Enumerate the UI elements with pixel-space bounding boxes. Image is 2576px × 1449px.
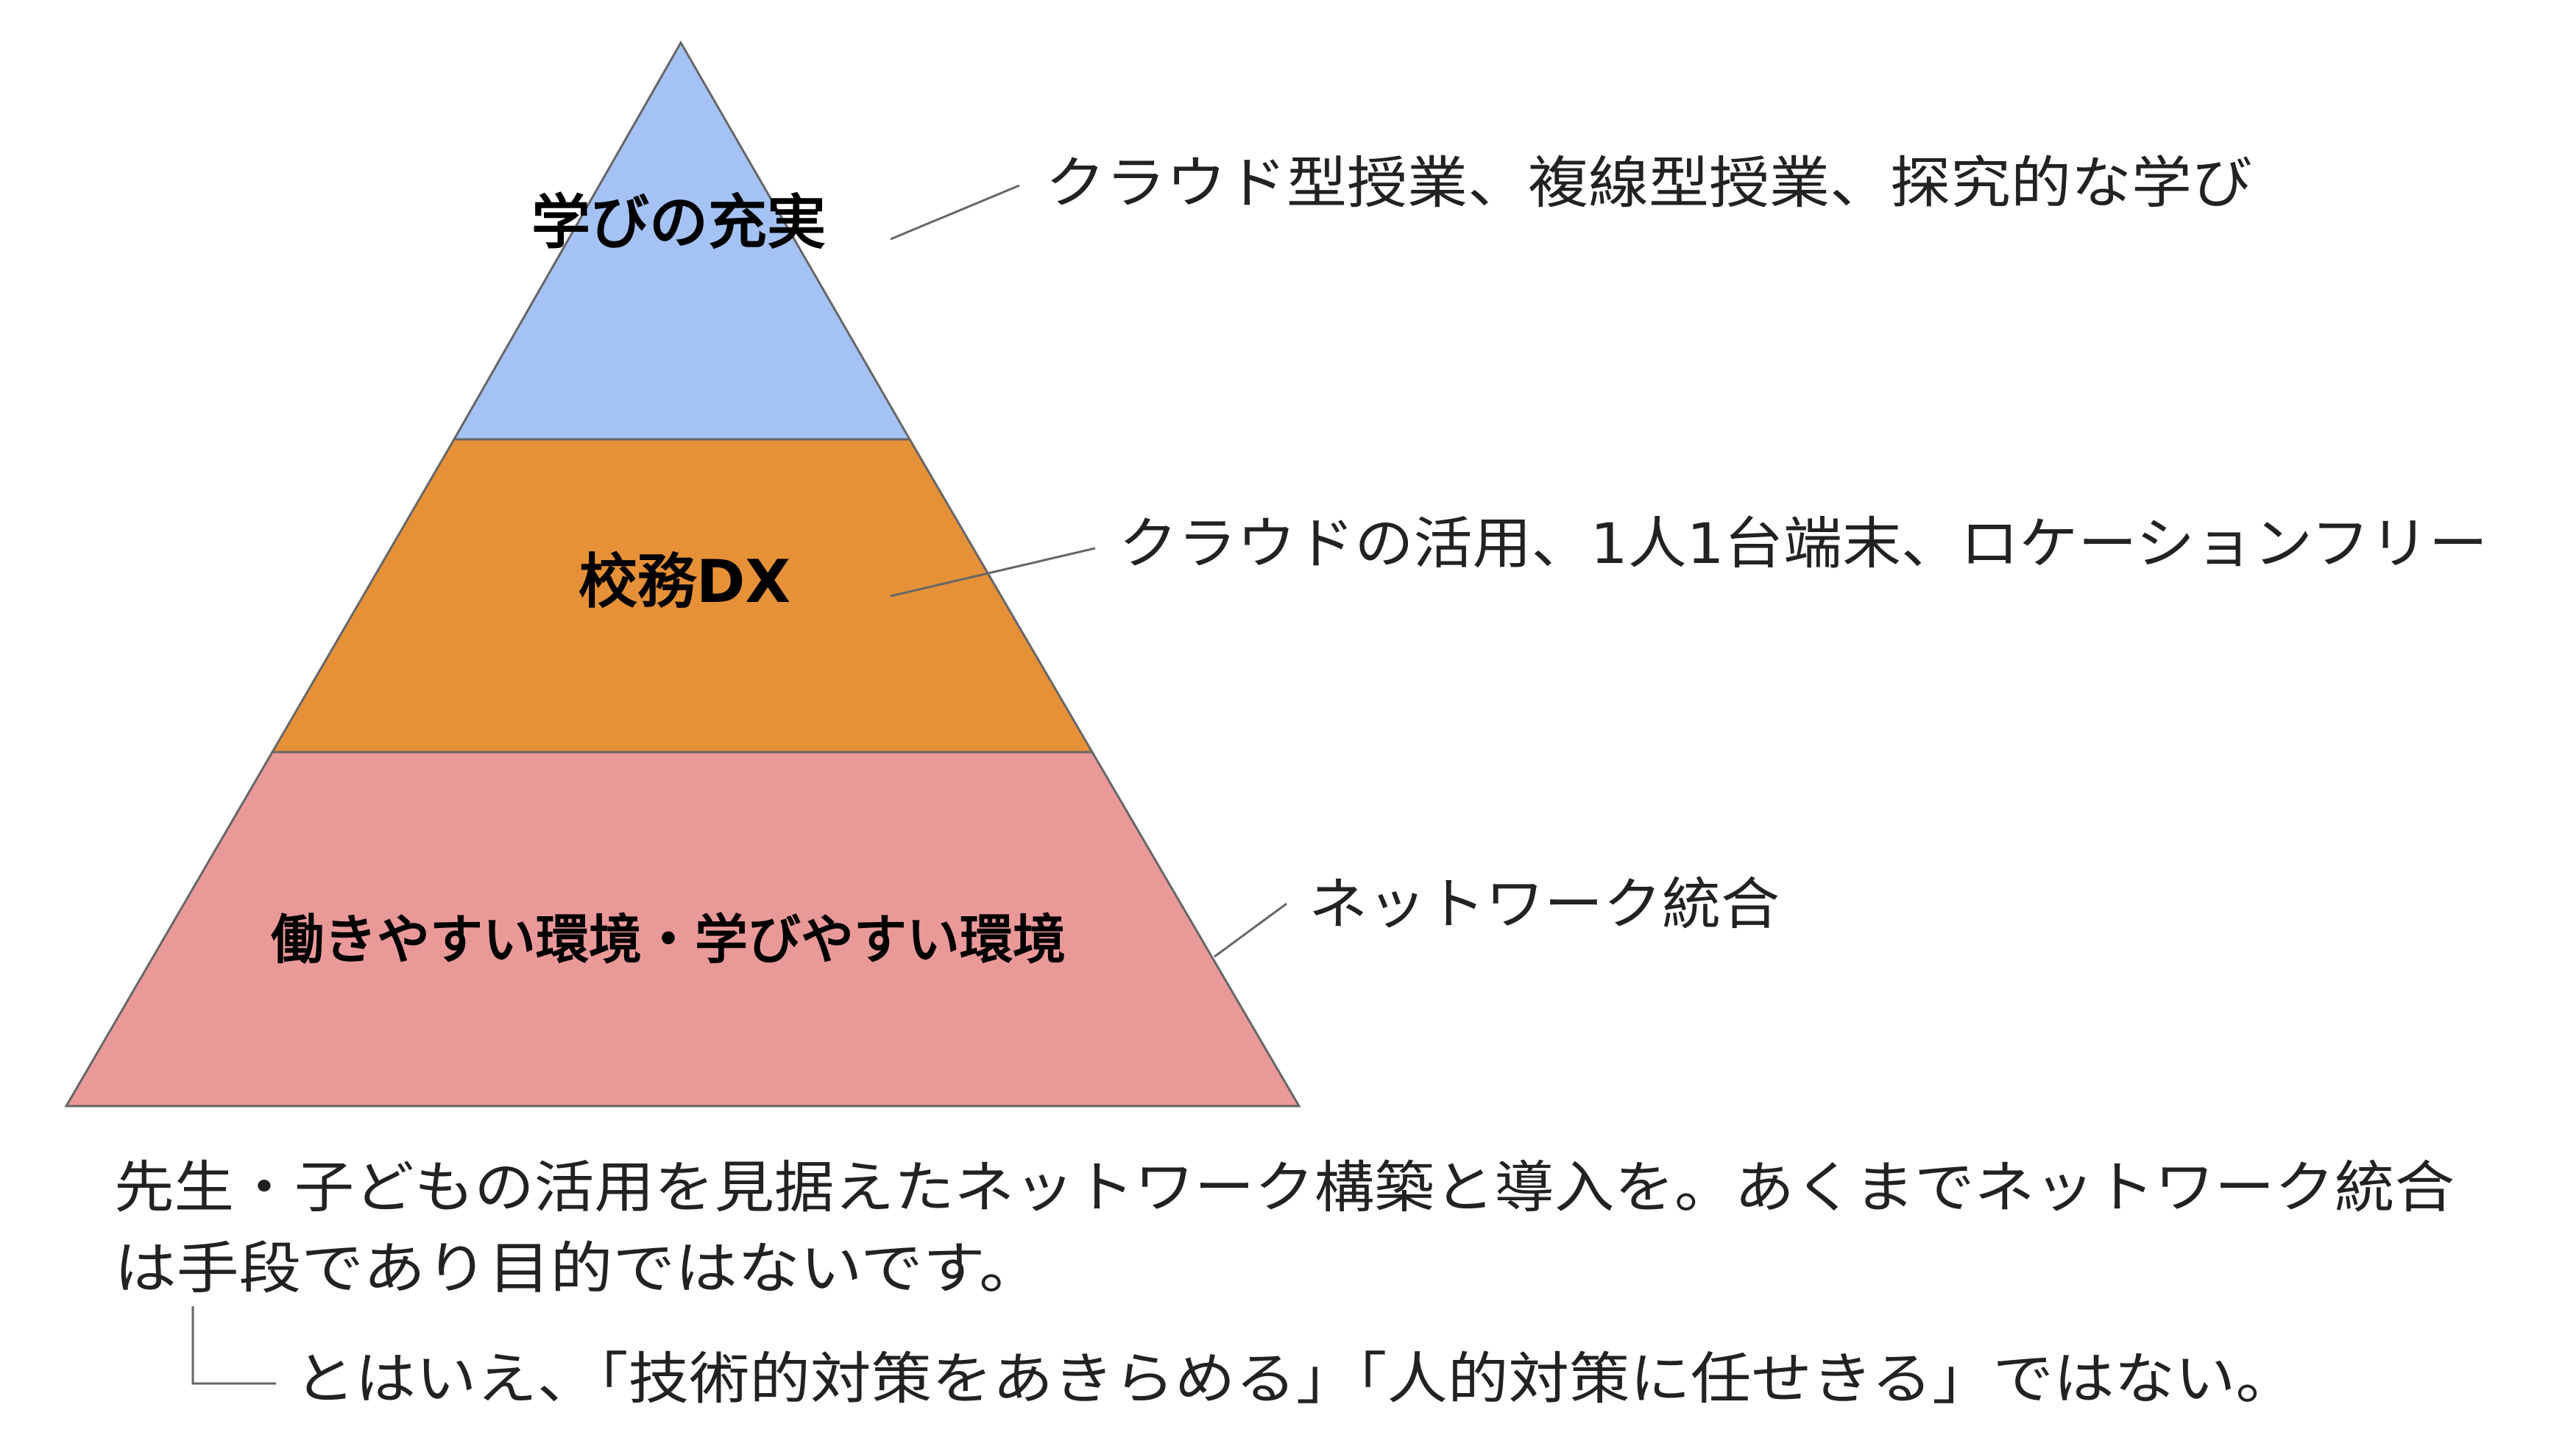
connector-line-top: [890, 184, 1020, 241]
tier-note-top: クラウド型授業、複線型授業、探究的な学び: [1045, 150, 2252, 216]
connector-line-middle: [890, 547, 1096, 598]
tier-label-bottom: 働きやすい環境・学びやすい環境: [271, 909, 1066, 971]
body-text-line-2: は手段であり目的ではないです。: [114, 1236, 1041, 1301]
tier-note-bottom: ネットワーク統合: [1309, 871, 1780, 937]
body-text-line-1: 先生・子どもの活用を見据えたネットワーク構築と導入を。あくまでネットワーク統合: [114, 1155, 2455, 1220]
connector-line-bottom: [1214, 902, 1287, 958]
tier-label-middle: 校務DX: [578, 548, 790, 616]
sub-note-bracket: [191, 1306, 276, 1385]
sub-note-text: とはいえ、「技術的対策をあきらめる」「人的対策に任せきる」ではない。: [294, 1346, 2296, 1411]
tier-note-middle: クラウドの活用、1人1台端末、ロケーションフリー: [1119, 511, 2488, 576]
tier-label-top: 学びの充実: [531, 188, 826, 257]
pyramid-tier-bottom: [64, 751, 1301, 1108]
